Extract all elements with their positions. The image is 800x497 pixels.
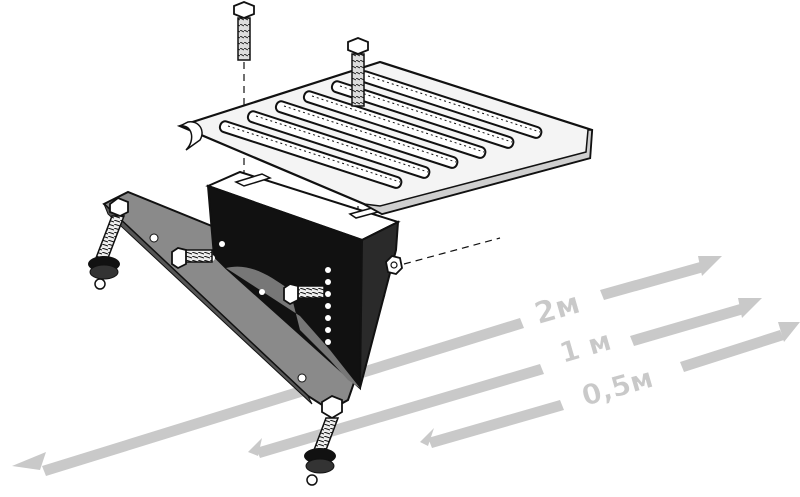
- side-bolt-upper: [171, 247, 213, 270]
- arrow-label-1m: 1 м: [556, 324, 615, 370]
- grate-step: [176, 60, 594, 216]
- side-bolt-lower: [283, 283, 325, 306]
- grate-slot-teeth: [227, 75, 541, 183]
- hex-nut: [385, 255, 403, 275]
- anchor-bolt-left: [88, 196, 129, 290]
- bracket-adjustment-holes: [209, 241, 331, 345]
- grate-slots: [218, 70, 543, 189]
- top-bolt-left: [233, 1, 255, 61]
- arrow-label-0-5m: 0,5м: [578, 361, 657, 413]
- arrow-label-2m: 2м: [531, 286, 584, 332]
- distance-arrow-2m: 2м: [12, 256, 722, 476]
- top-bolt-right: [347, 37, 369, 107]
- anchor-bolt-right: [304, 394, 343, 486]
- triangular-base-plate: [102, 190, 386, 412]
